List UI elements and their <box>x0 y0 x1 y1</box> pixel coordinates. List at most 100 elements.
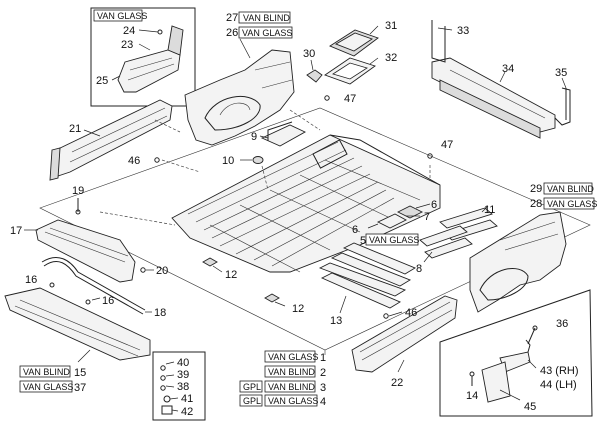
callout-22: 22 <box>391 377 403 389</box>
callout-8: 8 <box>416 263 422 275</box>
rails-13 <box>318 242 417 309</box>
callout-4: 4 <box>320 396 326 408</box>
callout-16a: 16 <box>25 274 37 286</box>
sill-22 <box>351 295 458 373</box>
tag-28-van-glass: VAN GLASS <box>547 199 597 209</box>
callout-46b: 46 <box>405 307 417 319</box>
cover-plate-31 <box>329 29 379 57</box>
callout-16b: 16 <box>102 295 114 307</box>
callout-21: 21 <box>69 123 81 135</box>
bracket-9 <box>260 121 306 147</box>
callout-26: 26 <box>226 27 238 39</box>
callout-40: 40 <box>177 357 189 369</box>
tag-4-van-glass: VAN GLASS <box>268 396 318 406</box>
crossmember-34 <box>431 57 556 139</box>
callout-32: 32 <box>385 52 397 64</box>
callout-5: 5 <box>360 235 366 247</box>
callout-1: 1 <box>320 352 326 364</box>
floor-panel-1 <box>171 134 441 273</box>
tag-box-27 <box>238 11 291 24</box>
callout-18: 18 <box>154 307 166 319</box>
gasket-32 <box>324 57 376 85</box>
tag-26-van-glass: VAN GLASS <box>242 28 292 38</box>
tag-3-gpl: GPL <box>243 382 261 392</box>
callout-25: 25 <box>96 75 108 87</box>
callout-17: 17 <box>10 225 22 237</box>
callout-47a: 47 <box>344 93 356 105</box>
tag-inset-van-glass: VAN GLASS <box>97 11 147 21</box>
callout-19: 19 <box>72 185 84 197</box>
callout-27: 27 <box>226 12 238 24</box>
callout-15: 15 <box>74 367 86 379</box>
tag-37-van-glass: VAN GLASS <box>23 382 73 392</box>
tag-29-van-blind: VAN BLIND <box>547 184 594 194</box>
pad-12b <box>264 293 280 303</box>
tag-box-4-gpl <box>239 394 263 407</box>
callout-12a: 12 <box>225 269 237 281</box>
callout-45: 45 <box>524 401 536 413</box>
callout-11: 11 <box>484 204 495 216</box>
tag-box-29 <box>543 182 593 195</box>
callout-34: 34 <box>502 63 514 75</box>
callout-3: 3 <box>320 382 326 394</box>
callout-6a: 6 <box>431 199 437 211</box>
callout-35: 35 <box>555 67 567 79</box>
callout-38: 38 <box>177 381 189 393</box>
callout-29: 29 <box>530 183 542 195</box>
pad-12a <box>202 257 218 267</box>
callout-20: 20 <box>156 265 168 277</box>
clip-30 <box>306 69 323 83</box>
strap-35 <box>554 87 571 126</box>
tag-1-van-glass: VAN GLASS <box>268 352 318 362</box>
callout-28: 28 <box>530 198 542 210</box>
plate-8 <box>419 225 473 259</box>
callout-12b: 12 <box>292 303 304 315</box>
inset-frame-top-left <box>90 7 196 107</box>
callout-10: 10 <box>222 155 234 167</box>
tag-15-van-blind: VAN BLIND <box>23 367 70 377</box>
bracket-23 <box>117 25 184 93</box>
side-panel-26 <box>184 49 295 146</box>
callout-7: 7 <box>424 211 430 223</box>
callout-14: 14 <box>466 390 478 402</box>
sill-15 <box>4 287 151 361</box>
callout-6b: 6 <box>352 224 358 236</box>
tag-box-15 <box>19 365 71 378</box>
side-panel-28 <box>469 211 567 313</box>
tag-27-van-blind: VAN BLIND <box>243 13 290 23</box>
callout-37: 37 <box>74 382 86 394</box>
callout-31: 31 <box>385 20 397 32</box>
tag-box-1 <box>264 350 316 363</box>
callout-33: 33 <box>457 25 469 37</box>
callout-23: 23 <box>121 39 133 51</box>
callout-2: 2 <box>320 367 326 379</box>
floor-assembly-frame <box>39 107 591 351</box>
tag-box-4 <box>264 394 318 407</box>
tag-3-van-blind: VAN BLIND <box>268 382 315 392</box>
tag-4-gpl: GPL <box>243 396 261 406</box>
callout-30: 30 <box>303 48 315 60</box>
callout-46a: 46 <box>128 155 140 167</box>
callout-36: 36 <box>556 318 568 330</box>
callout-44: 44 (LH) <box>540 379 577 391</box>
callout-42: 42 <box>181 406 193 418</box>
tag-box-inset-van-glass <box>93 9 143 22</box>
tag-box-5 <box>365 233 419 246</box>
rod-18 <box>41 257 146 311</box>
tag-box-28 <box>543 197 595 210</box>
tag-box-3 <box>264 380 316 393</box>
tag-box-37 <box>19 380 73 393</box>
tag-box-26 <box>238 26 293 39</box>
inset-frame-bracket <box>439 289 593 417</box>
tag-5-van-glass: VAN GLASS <box>369 235 419 245</box>
callout-41: 41 <box>181 393 193 405</box>
inset-frame-fasteners <box>152 351 206 421</box>
bracket-6 <box>376 213 407 229</box>
callout-39: 39 <box>177 369 189 381</box>
tag-box-3-gpl <box>239 380 263 393</box>
callout-24: 24 <box>123 25 135 37</box>
bracket-33 <box>431 20 446 63</box>
tag-box-2 <box>264 365 316 378</box>
callout-43: 43 (RH) <box>540 365 579 377</box>
